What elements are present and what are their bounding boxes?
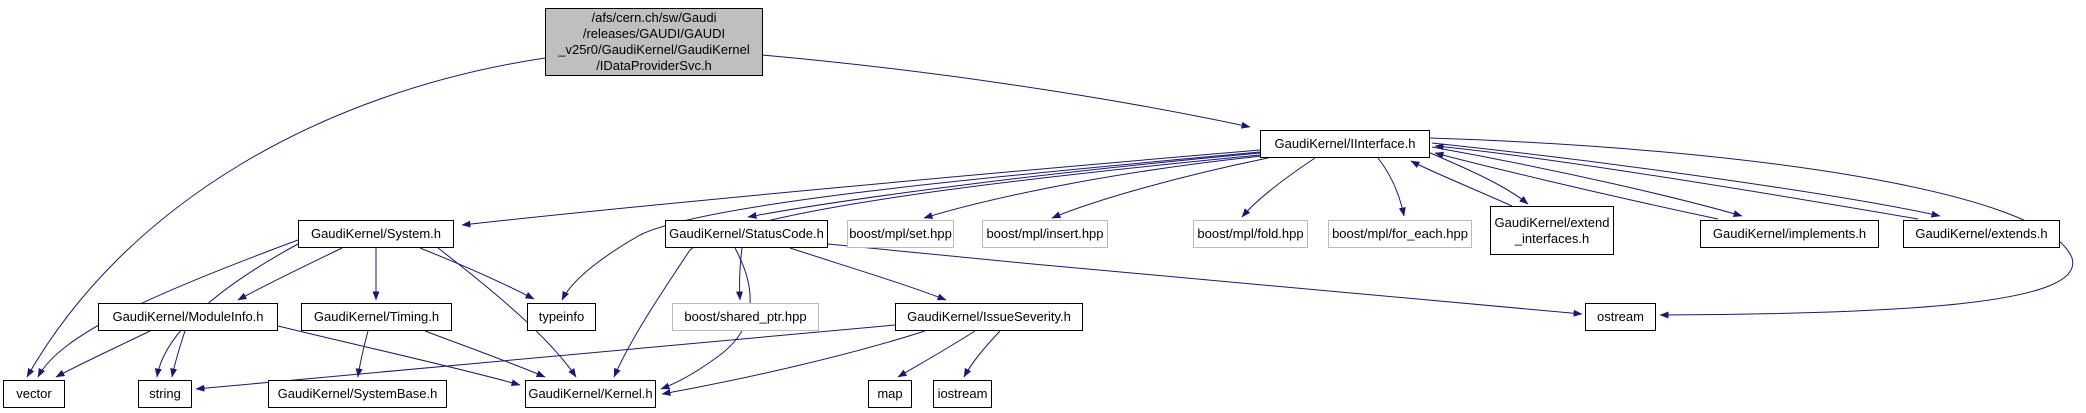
- node-system[interactable]: GaudiKernel/System.h: [298, 220, 454, 248]
- node-label: boost/mpl/fold.hpp: [1197, 226, 1304, 241]
- node-label: string: [149, 386, 181, 401]
- node-ostream[interactable]: ostream: [1585, 303, 1656, 331]
- edge-issueseverity-to-string: [195, 324, 896, 392]
- node-label: boost/shared_ptr.hpp: [684, 309, 807, 324]
- node-label: GaudiKernel/Kernel.h: [528, 386, 653, 401]
- edge-iinterface-to-mpl-insert: [1051, 157, 1269, 219]
- edge-implements-to-iinterface: [1434, 151, 1719, 220]
- node-label: /afs/cern.ch/sw/Gaudi: [591, 10, 717, 25]
- edge-extends-to-iinterface: [1434, 143, 1919, 220]
- edge-iinterface-to-mpl-foreach: [1377, 157, 1406, 217]
- node-label: boost/mpl/for_each.hpp: [1332, 226, 1468, 241]
- node-implements[interactable]: GaudiKernel/implements.h: [1700, 220, 1879, 248]
- edge-iinterface-to-ostream: [1429, 137, 2074, 319]
- edge-iinterface-to-statuscode: [747, 152, 1261, 219]
- node-extend-interfaces[interactable]: GaudiKernel/extend_interfaces.h: [1490, 206, 1614, 255]
- node-label: boost/mpl/insert.hpp: [986, 226, 1104, 241]
- edge-timing-to-kernel: [424, 330, 546, 378]
- node-label: ostream: [1597, 309, 1644, 324]
- node-label: GaudiKernel/IssueSeverity.h: [907, 309, 1071, 324]
- edge-issueseverity-to-map: [897, 330, 976, 378]
- node-mpl-set: boost/mpl/set.hpp: [847, 220, 954, 248]
- node-label: GaudiKernel/extends.h: [1915, 226, 2048, 241]
- node-moduleinfo[interactable]: GaudiKernel/ModuleInfo.h: [98, 303, 278, 331]
- node-systembase[interactable]: GaudiKernel/SystemBase.h: [268, 380, 447, 408]
- node-iinterface[interactable]: GaudiKernel/IInterface.h: [1260, 130, 1430, 158]
- node-label: GaudiKernel/ModuleInfo.h: [112, 309, 264, 324]
- edge-moduleinfo-to-vector: [55, 330, 151, 378]
- node-label: /releases/GAUDI/GAUDI: [582, 26, 726, 41]
- node-label: GaudiKernel/IInterface.h: [1274, 136, 1416, 151]
- node-issueseverity[interactable]: GaudiKernel/IssueSeverity.h: [895, 303, 1083, 331]
- edge-system-to-moduleinfo: [237, 247, 343, 301]
- node-extends[interactable]: GaudiKernel/extends.h: [1903, 220, 2060, 248]
- node-statuscode[interactable]: GaudiKernel/StatusCode.h: [665, 220, 828, 248]
- node-label: GaudiKernel/implements.h: [1712, 226, 1867, 241]
- edge-iinterface-to-extends: [1431, 142, 1941, 218]
- edge-iinterface-to-typeinfo: [561, 151, 1261, 301]
- edge-moduleinfo-to-string: [170, 330, 186, 378]
- node-label: GaudiKernel/StatusCode.h: [669, 226, 824, 241]
- node-shared-ptr: boost/shared_ptr.hpp: [672, 303, 819, 331]
- node-timing[interactable]: GaudiKernel/Timing.h: [301, 303, 452, 331]
- node-root: /afs/cern.ch/sw/Gaudi/releases/GAUDI/GAU…: [545, 8, 763, 76]
- edge-iinterface-to-extend-interfaces: [1427, 151, 1529, 205]
- node-typeinfo[interactable]: typeinfo: [527, 303, 596, 331]
- edge-root-to-vector: [26, 57, 546, 378]
- node-label: boost/mpl/set.hpp: [849, 226, 952, 241]
- edge-statuscode-to-shared-ptr: [735, 247, 743, 301]
- node-string[interactable]: string: [138, 380, 192, 408]
- edge-iinterface-to-mpl-fold: [1241, 157, 1316, 218]
- edge-statuscode-to-issueseverity: [789, 247, 947, 301]
- edge-issueseverity-to-iostream: [963, 330, 1001, 378]
- edge-iinterface-to-system: [461, 149, 1261, 228]
- node-label: iostream: [937, 386, 988, 401]
- edge-iinterface-to-mpl-set: [923, 155, 1263, 219]
- node-label: map: [877, 386, 903, 401]
- edge-statuscode-to-kernel: [660, 247, 751, 390]
- node-map[interactable]: map: [868, 380, 912, 408]
- edge-issueseverity-to-kernel: [661, 330, 926, 396]
- node-kernel[interactable]: GaudiKernel/Kernel.h: [525, 380, 656, 408]
- node-mpl-insert: boost/mpl/insert.hpp: [982, 220, 1108, 248]
- edge-system-to-typeinfo: [419, 247, 535, 300]
- edge-iinterface-to-implements: [1431, 146, 1743, 217]
- node-mpl-foreach: boost/mpl/for_each.hpp: [1328, 220, 1472, 248]
- node-mpl-fold: boost/mpl/fold.hpp: [1193, 220, 1308, 248]
- node-label: _v25r0/GaudiKernel/GaudiKernel: [558, 42, 750, 57]
- node-label: typeinfo: [538, 309, 585, 324]
- node-label: GaudiKernel/SystemBase.h: [277, 386, 438, 401]
- node-label: vector: [16, 386, 52, 401]
- edge-timing-to-systembase: [355, 330, 369, 378]
- node-label: _interfaces.h: [1514, 230, 1590, 246]
- node-label: GaudiKernel/System.h: [310, 226, 442, 241]
- node-vector[interactable]: vector: [3, 380, 65, 408]
- node-label: GaudiKernel/Timing.h: [313, 309, 440, 324]
- node-iostream[interactable]: iostream: [933, 380, 992, 408]
- edge-system-to-kernel: [437, 247, 577, 378]
- edge-root-to-iinterface: [761, 54, 1251, 129]
- edge-extend-interfaces-to-iinterface: [1410, 160, 1513, 207]
- node-label: /IDataProviderSvc.h: [596, 58, 712, 73]
- node-label: GaudiKernel/extend: [1494, 214, 1610, 230]
- edge-moduleinfo-to-kernel: [277, 325, 521, 387]
